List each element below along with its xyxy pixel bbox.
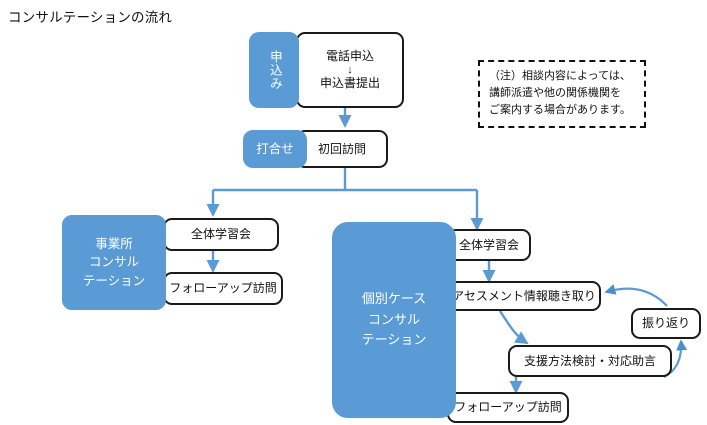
case-step-study-label: 全体学習会 <box>458 237 519 252</box>
case-step-assessment-label: アセスメント情報聴き取り <box>452 288 596 303</box>
down-arrow-icon: ↓ <box>347 63 353 76</box>
office-step-followup-label: フォローアップ訪問 <box>169 281 277 296</box>
case-step-review-label: 振り返り <box>641 316 690 331</box>
case-step-study-box: 全体学習会 <box>447 229 531 261</box>
meeting-step-label: 初回訪問 <box>317 141 366 156</box>
office-branch-tab-line3: テーション <box>82 273 146 288</box>
case-branch-tab-line1: 個別ケース <box>361 290 427 306</box>
office-branch-tab-line2: コンサル <box>88 255 139 270</box>
meeting-tab: 打合せ <box>243 130 307 168</box>
note-line-3: ご案内する場合があります。 <box>489 104 631 117</box>
office-branch-tab-line1: 事業所 <box>95 237 133 252</box>
application-step-line2: 申込書提出 <box>319 75 380 90</box>
note-box: （注）相談内容によっては、 講師派遣や他の関係機関を ご案内する場合があります。 <box>478 60 646 129</box>
connector-review-to-assessment <box>604 284 668 307</box>
case-step-followup-box: フォローアップ訪問 <box>447 392 569 423</box>
office-step-followup-box: フォローアップ訪問 <box>163 272 283 305</box>
meeting-tab-label: 打合せ <box>256 141 294 156</box>
case-step-support-box: 支援方法検討・対応助言 <box>508 345 672 377</box>
application-tab-label: 申込み <box>267 49 282 91</box>
page-title: コンサルテーションの流れ <box>8 10 173 25</box>
connector-assessment-to-support <box>498 310 529 345</box>
case-branch-tab-line2: コンサル <box>367 311 420 327</box>
application-step-box: 電話申込 ↓ 申込書提出 <box>296 32 404 108</box>
case-step-review-box: 振り返り <box>631 308 701 339</box>
case-step-assessment-box: アセスメント情報聴き取り <box>447 281 601 311</box>
meeting-step-box: 初回訪問 <box>296 130 388 168</box>
office-step-study-box: 全体学習会 <box>163 218 279 251</box>
case-step-support-label: 支援方法検討・対応助言 <box>523 353 656 368</box>
office-branch-tab: 事業所 コンサル テーション <box>62 215 166 310</box>
application-step-line1: 電話申込 <box>325 48 374 63</box>
application-tab: 申込み <box>249 32 299 108</box>
case-branch-tab-line3: テーション <box>361 332 427 348</box>
office-step-study-label: 全体学習会 <box>190 227 251 242</box>
note-line-1: （注）相談内容によっては、 <box>489 70 631 82</box>
case-branch-tab: 個別ケース コンサル テーション <box>332 222 456 418</box>
note-line-2: 講師派遣や他の関係機関を <box>489 87 621 100</box>
case-step-followup-label: フォローアップ訪問 <box>454 400 562 415</box>
